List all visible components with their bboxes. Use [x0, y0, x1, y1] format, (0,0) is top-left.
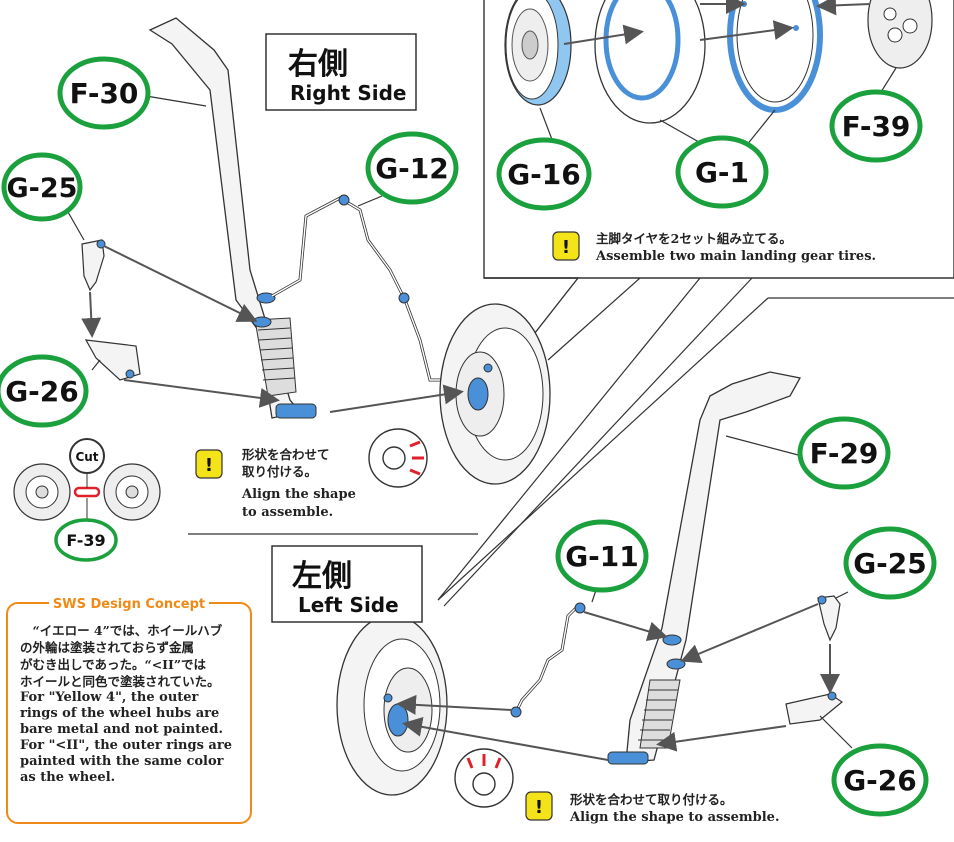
label-g1: G-1: [675, 135, 769, 209]
design-concept-title: SWS Design Concept: [48, 597, 210, 612]
label-f39-top: F-39: [829, 89, 923, 163]
svg-text:形状を合わせて取り付ける。: 形状を合わせて取り付ける。: [570, 792, 733, 807]
svg-text:Align the shape: Align the shape: [241, 487, 356, 502]
right-side-heading: 右側 Right Side: [265, 33, 417, 111]
svg-text:G-1: G-1: [695, 156, 749, 189]
cut-inset: [13, 438, 161, 521]
concept-en-line: as the wheel.: [20, 770, 116, 785]
concept-jp-line: がむき出しであった。“<II”では: [20, 657, 207, 672]
g26-left-bracket: [785, 693, 844, 725]
warning-icon: [552, 231, 580, 261]
g12-brake-line: [271, 196, 470, 382]
svg-text:Align the shape to assemble.: Align the shape to assemble.: [569, 810, 779, 825]
svg-text:!: !: [535, 797, 543, 818]
left-side-heading: 左側 Left Side: [271, 545, 423, 623]
tire-inset-box: [437, 0, 954, 607]
label-g25-left: G-25: [843, 526, 937, 600]
concept-en-line: For "Yellow 4", the outer: [20, 690, 199, 705]
cut-label: Cut: [75, 450, 98, 464]
svg-text:主脚タイヤを2セット組み立てる。: 主脚タイヤを2セット組み立てる。: [596, 231, 792, 246]
left-side-en: Left Side: [298, 593, 399, 617]
svg-text:!: !: [562, 237, 570, 258]
shape-align-icon-right: [368, 428, 428, 488]
label-g26-left: G-26: [831, 743, 929, 817]
svg-text:G-16: G-16: [507, 158, 581, 191]
label-f29: F-29: [797, 416, 891, 490]
concept-jp-line: ホイールと同色で塗装されていた。: [20, 674, 220, 689]
svg-text:G-12: G-12: [375, 152, 449, 185]
concept-en-line: For "<II", the outer rings are: [20, 738, 232, 753]
note-align-right: ! 形状を合わせて 取り付ける。 Align the shape to asse…: [195, 447, 356, 520]
svg-text:形状を合わせて: 形状を合わせて: [242, 447, 330, 462]
shape-align-icon-left: [454, 748, 514, 808]
svg-text:G-26: G-26: [843, 764, 917, 797]
g1-tire-part: [594, 0, 823, 124]
right-side-en: Right Side: [290, 81, 406, 105]
svg-text:to assemble.: to assemble.: [242, 505, 333, 520]
right-side-jp: 右側: [288, 47, 348, 82]
label-g25-right: G-25: [1, 152, 83, 222]
right-gear-strut: [148, 17, 317, 419]
design-concept-box: SWS Design Concept “イエロー 4”では、ホイールハブ の外輪…: [6, 597, 252, 824]
concept-en-line: rings of the wheel hubs are: [20, 706, 220, 721]
right-wheel: [439, 303, 551, 485]
concept-en-line: painted with the same color: [20, 754, 224, 769]
note-tires: ! 主脚タイヤを2セット組み立てる。 Assemble two main lan…: [552, 231, 876, 264]
svg-text:F-30: F-30: [70, 77, 139, 110]
label-g12: G-12: [365, 131, 459, 205]
callout-line: [437, 297, 769, 601]
svg-text:G-11: G-11: [565, 540, 639, 573]
svg-text:F-39: F-39: [66, 531, 105, 550]
g25-left-bracket: [817, 595, 841, 642]
label-f39-small: F-39: [54, 518, 118, 562]
svg-text:F-29: F-29: [810, 437, 879, 470]
svg-text:G-25: G-25: [853, 547, 927, 580]
g16-hub-part: [504, 0, 572, 106]
f39-hub-part: [867, 0, 933, 69]
concept-jp-line: の外輪は塗装されておらず金属: [20, 640, 195, 655]
warning-icon: [195, 449, 223, 479]
note-align-left: ! 形状を合わせて取り付ける。 Align the shape to assem…: [525, 791, 779, 825]
left-side-jp: 左側: [292, 559, 352, 594]
svg-text:G-25: G-25: [7, 173, 78, 204]
left-gear-strut: [607, 371, 802, 765]
label-g26-right: G-26: [0, 354, 89, 428]
svg-text:G-26: G-26: [5, 375, 79, 408]
concept-jp-line: “イエロー 4”では、ホイールハブ: [32, 623, 223, 638]
warning-icon: [525, 791, 553, 821]
label-g11: G-11: [555, 519, 649, 593]
svg-text:Assemble two main landing gear: Assemble two main landing gear tires.: [595, 249, 876, 264]
svg-text:F-39: F-39: [842, 110, 911, 143]
label-f30: F-30: [57, 56, 151, 130]
label-g16: G-16: [496, 137, 592, 211]
left-wheel: [336, 614, 448, 796]
svg-text:!: !: [205, 455, 213, 476]
svg-text:取り付ける。: 取り付ける。: [242, 464, 317, 479]
concept-en-line: bare metal and not painted.: [20, 722, 224, 737]
